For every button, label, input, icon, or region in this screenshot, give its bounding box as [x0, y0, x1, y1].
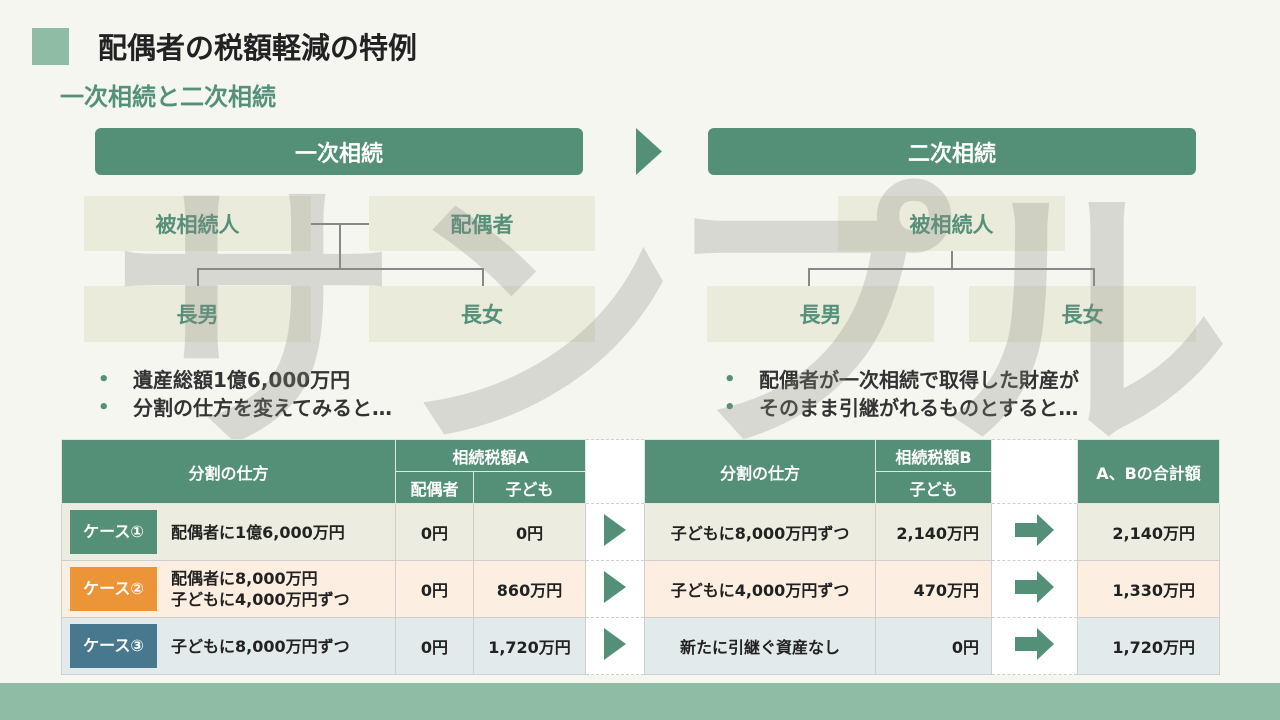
first-notes: 遺産総額1億6,000万円 分割の仕方を変えてみると…	[98, 366, 392, 422]
title-marker	[32, 28, 69, 65]
header-childA: 子ども	[472, 471, 587, 504]
first-inheritance-bar: 一次相続	[95, 128, 583, 175]
child-tax-a: 860万円	[472, 560, 587, 618]
second-notes: 配偶者が一次相続で取得した財産が そのまま引継がれるものとすると…	[724, 366, 1079, 422]
split1-text-2: 子どもに4,000万円ずつ	[171, 590, 350, 609]
header-spouse: 配偶者	[395, 471, 474, 504]
table-row: ケース②配偶者に8,000万円子どもに4,000万円ずつ 0円 860万円 子ど…	[61, 560, 1221, 618]
total-tax: 1,720万円	[1077, 617, 1221, 675]
case-badge: ケース①	[70, 510, 157, 554]
arrow-right-icon	[636, 128, 662, 175]
first-son-box: 長男	[84, 286, 311, 342]
second-note-1: 配偶者が一次相続で取得した財産が	[724, 366, 1079, 394]
second-daughter-box: 長女	[969, 286, 1196, 342]
second-note-2: そのまま引継がれるものとすると…	[724, 394, 1079, 422]
child-tax-a: 0円	[472, 503, 587, 561]
first-daughter-box: 長女	[369, 286, 595, 342]
footer-band	[0, 683, 1280, 720]
child-tax-b: 0円	[875, 617, 993, 675]
total-tax: 1,330万円	[1077, 560, 1221, 618]
play-arrow-icon	[604, 571, 627, 603]
header-childB: 子ども	[875, 471, 993, 504]
block-arrow-icon	[1014, 514, 1054, 546]
split1-text: 配偶者に1億6,000万円	[171, 522, 345, 542]
table-row: ケース① 配偶者に1億6,000万円 0円 0円 子どもに8,000万円ずつ 2,…	[61, 503, 1221, 561]
split2-text: 子どもに8,000万円ずつ	[644, 503, 877, 561]
header-taxB: 相続税額B	[875, 439, 993, 472]
header-split1: 分割の仕方	[61, 439, 396, 504]
header-split2: 分割の仕方	[644, 439, 877, 504]
first-note-total: 遺産総額1億6,000万円	[98, 366, 392, 394]
child-tax-b: 470万円	[875, 560, 993, 618]
play-arrow-icon	[604, 514, 627, 546]
family-tree-lines	[197, 223, 1095, 286]
split1-text: 子どもに8,000万円ずつ	[171, 636, 350, 656]
page-subtitle: 一次相続と二次相続	[60, 83, 276, 111]
block-arrow-icon	[1014, 628, 1054, 660]
first-decedent-box: 被相続人	[84, 196, 311, 251]
spouse-tax: 0円	[395, 560, 474, 618]
child-tax-b: 2,140万円	[875, 503, 993, 561]
case-badge: ケース③	[70, 624, 157, 668]
block-arrow-icon	[1014, 571, 1054, 603]
second-decedent-box: 被相続人	[838, 196, 1065, 251]
page-title: 配偶者の税額軽減の特例	[98, 31, 418, 65]
spouse-tax: 0円	[395, 503, 474, 561]
play-arrow-icon	[604, 628, 627, 660]
child-tax-a: 1,720万円	[472, 617, 587, 675]
split1-text: 配偶者に8,000万円	[171, 569, 318, 588]
split2-text: 新たに引継ぐ資産なし	[644, 617, 877, 675]
split2-text: 子どもに4,000万円ずつ	[644, 560, 877, 618]
first-note-split: 分割の仕方を変えてみると…	[98, 394, 392, 422]
header-total: A、Bの合計額	[1077, 439, 1221, 504]
comparison-table: 分割の仕方 相続税額A 分割の仕方 相続税額B A、Bの合計額 配偶者 子ども …	[61, 439, 1221, 675]
second-son-box: 長男	[707, 286, 934, 342]
case-badge: ケース②	[70, 567, 157, 611]
total-tax: 2,140万円	[1077, 503, 1221, 561]
header-taxA: 相続税額A	[394, 439, 587, 472]
second-inheritance-bar: 二次相続	[708, 128, 1196, 175]
first-spouse-box: 配偶者	[369, 196, 595, 251]
spouse-tax: 0円	[395, 617, 474, 675]
